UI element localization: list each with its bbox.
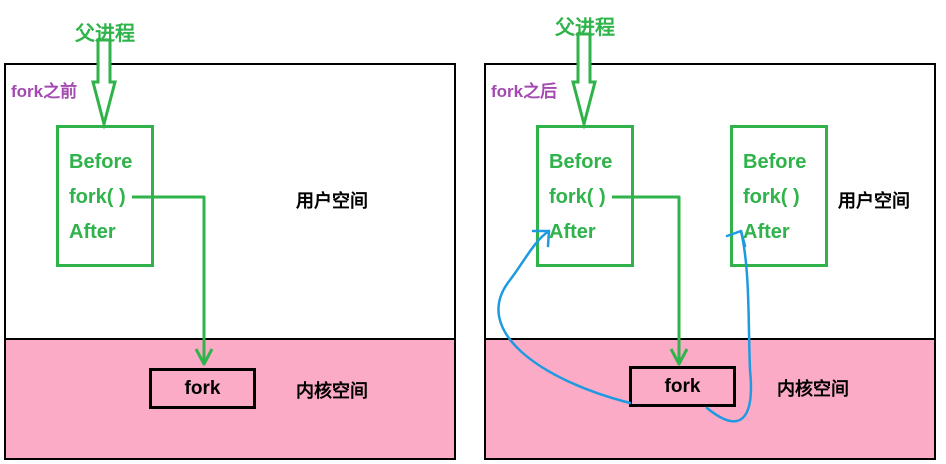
kernel-fork-box: fork xyxy=(149,368,256,409)
kernel-space-region xyxy=(6,338,454,458)
code-line-before: Before xyxy=(69,151,133,173)
code-line-before: Before xyxy=(549,151,613,173)
parent-process-box: Before fork( ) After xyxy=(536,125,634,267)
parent-process-label: 父进程 xyxy=(75,23,135,45)
code-line-fork: fork( ) xyxy=(743,186,800,208)
parent-process-box: Before fork( ) After xyxy=(56,125,154,267)
kernel-space-label: 内核空间 xyxy=(296,381,368,401)
code-line-fork: fork( ) xyxy=(69,186,126,208)
kernel-fork-box: fork xyxy=(629,366,736,407)
parent-process-label: 父进程 xyxy=(555,17,615,39)
kernel-space-label: 内核空间 xyxy=(777,379,849,399)
code-line-after: After xyxy=(69,221,116,243)
code-line-fork: fork( ) xyxy=(549,186,606,208)
code-line-after: After xyxy=(743,221,790,243)
phase-label-after: fork之后 xyxy=(491,82,558,101)
code-line-before: Before xyxy=(743,151,807,173)
user-space-label: 用户空间 xyxy=(838,191,910,211)
user-space-label: 用户空间 xyxy=(296,191,368,211)
code-line-after: After xyxy=(549,221,596,243)
child-process-box: Before fork( ) After xyxy=(730,125,828,267)
phase-label-before: fork之前 xyxy=(11,82,78,101)
